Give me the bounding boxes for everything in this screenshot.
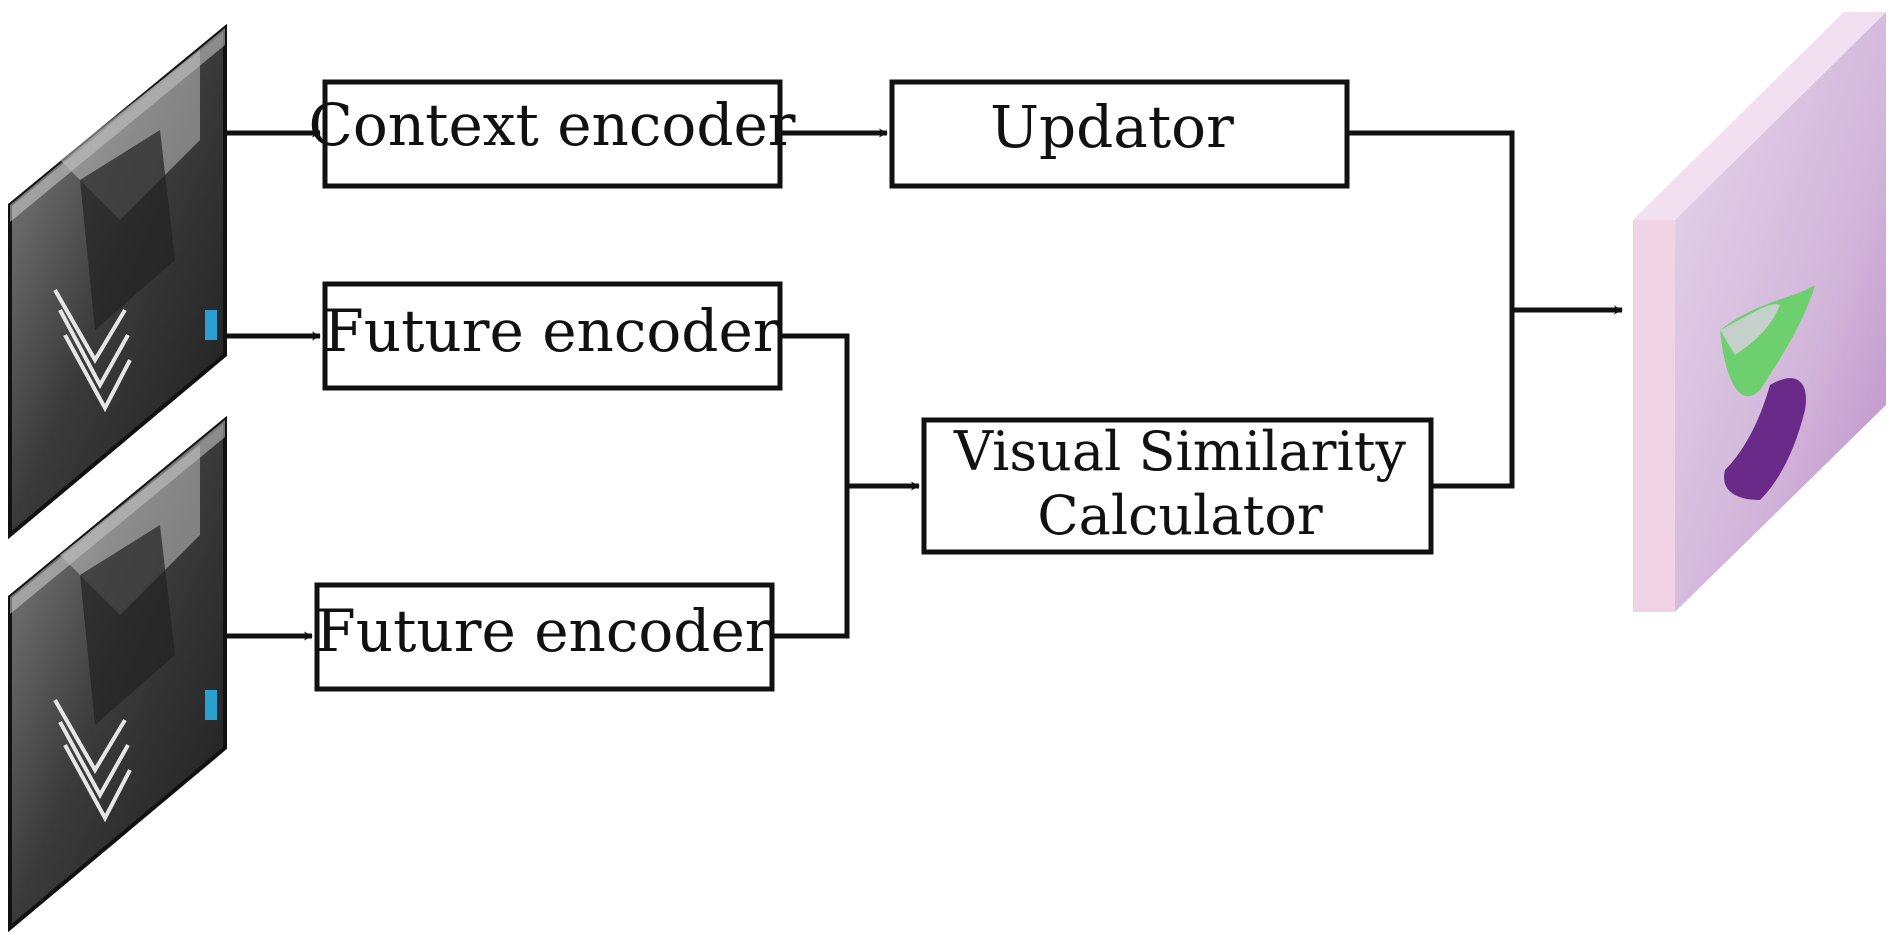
input-frame-1 [8,23,227,540]
input-frame-2 [8,415,227,933]
output-flow-map [1633,12,1886,612]
connector-future-encoder-1-to-merge [772,333,850,639]
future-encoder-2-label: Future encoder [315,597,772,665]
future-encoder-1-label: Future encoder [323,297,780,365]
context-encoder-box: Context encoder [309,79,796,189]
future-encoder-1-box: Future encoder [322,281,783,391]
visual-similarity-label-line1: Visual Similarity [953,420,1406,483]
updator-label: Updator [990,93,1234,161]
updator-box: Updator [889,79,1350,189]
context-encoder-label: Context encoder [309,91,796,159]
visual-similarity-label-line2: Calculator [1037,484,1322,547]
visual-similarity-calculator-box: Visual Similarity Calculator [921,417,1434,555]
future-encoder-2-box: Future encoder [314,582,775,692]
